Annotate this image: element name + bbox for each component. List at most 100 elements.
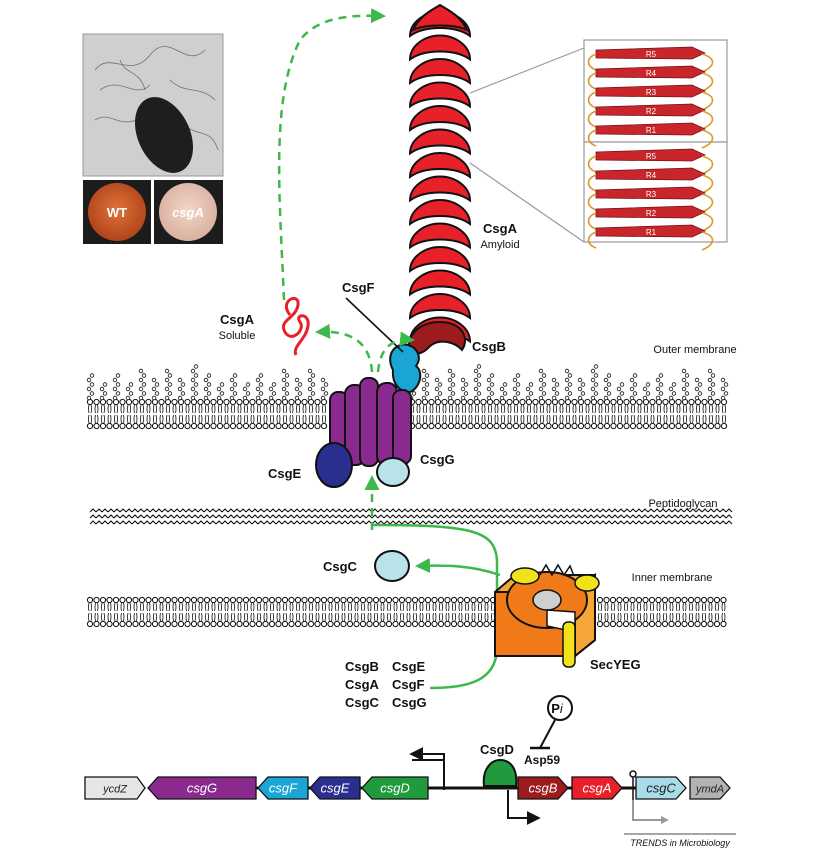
csgd-regulator xyxy=(482,758,518,787)
csgf-label: CsgF xyxy=(342,280,375,295)
csga-plate-label: csgA xyxy=(172,205,204,220)
repeat-label: R3 xyxy=(646,190,657,199)
beta-strand xyxy=(595,84,706,98)
csga-amyloid-fiber xyxy=(408,3,472,344)
inner-membrane-label: Inner membrane xyxy=(632,572,713,584)
repeat-label: R4 xyxy=(646,171,657,180)
amyloid-csga-name: CsgA xyxy=(483,221,518,236)
micrograph-panel: WT csgA xyxy=(82,33,224,244)
terminator-loop xyxy=(629,770,637,778)
beta-strand xyxy=(595,186,706,200)
gene-csgA xyxy=(571,776,623,800)
csga-subunit xyxy=(408,57,472,86)
gene-label-ymdA: ymdA xyxy=(695,784,724,796)
csga-subunit xyxy=(408,198,472,227)
gene-label-csgA: csgA xyxy=(583,781,612,796)
csga-subunit xyxy=(408,151,472,180)
gene-csgG xyxy=(147,776,257,800)
protein-list-r0c1: CsgE xyxy=(392,659,426,674)
peptidoglycan-layer xyxy=(89,508,733,525)
phosphate-inhibition-line xyxy=(539,719,556,749)
beta-strand xyxy=(595,122,706,136)
beta-strand xyxy=(595,205,706,219)
gene-ycdZ xyxy=(84,776,146,800)
csga-subunit xyxy=(408,104,472,133)
gene-label-csgG: csgG xyxy=(187,781,217,796)
protein-list-r2c1: CsgG xyxy=(392,695,427,710)
repeat-label: R3 xyxy=(646,88,657,97)
asp59-label: Asp59 xyxy=(524,753,560,767)
csge-label: CsgE xyxy=(268,466,302,481)
outer-membrane xyxy=(86,364,729,430)
csgf-pointer xyxy=(345,297,404,353)
soluble-csga-name: CsgA xyxy=(220,312,255,327)
csgg-protein xyxy=(376,457,410,487)
credit-label: TRENDS in Microbiology xyxy=(630,838,730,848)
promoter-arrow-csgc xyxy=(632,800,665,821)
promoter-arrow-csgba xyxy=(507,790,541,825)
beta-strand xyxy=(595,46,706,60)
repeat-label: R1 xyxy=(646,228,657,237)
csgc-label: CsgC xyxy=(323,559,358,574)
wt-plate xyxy=(88,183,146,241)
csga-subunit xyxy=(408,128,472,156)
beta-strand xyxy=(595,103,706,117)
phosphate-i-letter: i xyxy=(560,701,564,716)
csga-subunit xyxy=(408,81,472,109)
secretion-arrow-to-soluble xyxy=(315,323,374,373)
gene-label-ycdZ: ycdZ xyxy=(102,784,128,796)
gene-csgC xyxy=(635,776,687,800)
csga-subunit xyxy=(408,175,472,203)
gene-csgB xyxy=(517,776,569,800)
csgb-nucleator xyxy=(408,320,467,355)
gene-csgF xyxy=(257,776,309,800)
gene-label-csgC: csgC xyxy=(646,781,676,796)
gene-ymdA xyxy=(689,776,731,800)
promoter-arrow-csgdefg xyxy=(409,747,445,790)
csga-fiber-tip xyxy=(410,3,470,33)
promoter-arrowhead-csgc xyxy=(661,816,669,824)
repeat-label: R1 xyxy=(646,126,657,135)
repeat-label: R5 xyxy=(646,152,657,161)
repeat-label: R2 xyxy=(646,107,657,116)
repeat-label: R4 xyxy=(646,69,657,78)
secyeg-label: SecYEG xyxy=(590,657,641,672)
secretion-arrow-to-fiber xyxy=(277,8,386,301)
csgg-label: CsgG xyxy=(420,452,455,467)
beta-strand xyxy=(595,167,706,181)
repeat-label: R2 xyxy=(646,209,657,218)
csgb-label: CsgB xyxy=(472,339,506,354)
csga-subunit xyxy=(408,222,472,250)
beta-strand xyxy=(595,224,706,238)
gene-label-csgD: csgD xyxy=(380,781,410,796)
beta-strand xyxy=(595,148,706,162)
export-path-arrow xyxy=(371,523,499,690)
wt-plate-label: WT xyxy=(107,205,127,220)
inner-membrane xyxy=(86,596,727,628)
soluble-csga-sub: Soluble xyxy=(219,330,256,342)
soluble-csga-coil xyxy=(281,297,310,356)
csga-subunit xyxy=(408,292,472,321)
amyloid-csga-sub: Amyloid xyxy=(480,239,519,251)
protein-list-r1c1: CsgF xyxy=(392,677,425,692)
csg-operon-map: ycdZ csgG csgF csgE csgD csgB csgA csgC ymdA xyxy=(84,776,731,800)
gene-label-csgF: csgF xyxy=(269,781,298,796)
protein-list-r2c0: CsgC xyxy=(345,695,380,710)
gene-csgD xyxy=(361,776,429,800)
csgd-label: CsgD xyxy=(480,742,514,757)
phosphate-p-letter: P xyxy=(551,701,560,716)
bacterium-cell xyxy=(134,97,194,173)
csga-subunit xyxy=(408,245,472,274)
csgc-release-arrow xyxy=(415,558,501,577)
peptidoglycan-label: Peptidoglycan xyxy=(648,498,717,510)
gene-label-csgB: csgB xyxy=(529,781,558,796)
csge-protein xyxy=(315,442,353,488)
secretion-arrow-to-csgb xyxy=(376,331,415,373)
csga-subunit xyxy=(408,269,472,297)
gene-label-csgE: csgE xyxy=(321,781,350,796)
protein-list-r1c0: CsgA xyxy=(345,677,380,692)
protein-list-r0c0: CsgB xyxy=(345,659,379,674)
phosphate-circle xyxy=(547,695,573,721)
